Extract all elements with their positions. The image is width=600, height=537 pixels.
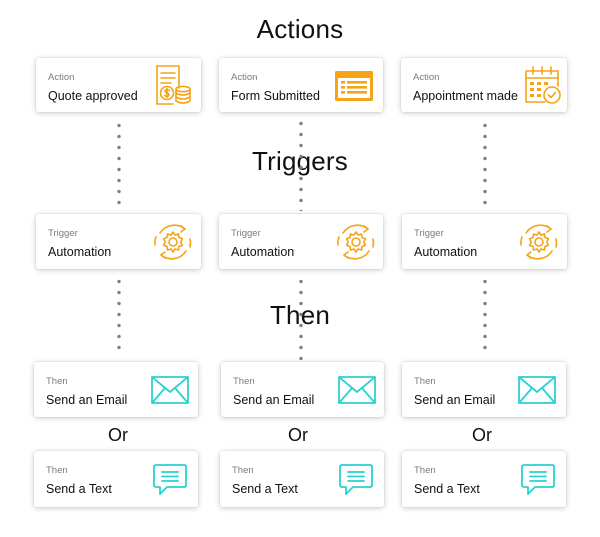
connector-col2-bottom [299,276,303,360]
then-card-send-text-3[interactable]: Then Send a Text [402,451,566,507]
quote-document-icon [156,65,191,105]
trigger-card-automation-2[interactable]: Trigger Automation [219,214,383,269]
then-card-send-email-3[interactable]: Then Send an Email [402,362,566,417]
connector-col2-top [299,118,303,211]
card-label: Action [413,72,440,83]
card-label: Then [46,465,68,476]
connector-col3-bottom [483,276,487,356]
card-label: Then [233,376,255,387]
card-label: Then [414,465,436,476]
card-label: Then [414,376,436,387]
trigger-card-automation-1[interactable]: Trigger Automation [36,214,201,269]
action-card-quote-approved[interactable]: Action Quote approved [36,58,201,112]
card-label: Trigger [414,228,444,239]
card-label: Then [232,465,254,476]
chat-bubble-icon [521,464,555,495]
card-label: Action [231,72,258,83]
card-title: Send a Text [46,482,112,496]
chat-bubble-icon [339,464,373,495]
trigger-card-automation-3[interactable]: Trigger Automation [402,214,567,269]
card-title: Appointment made [413,89,518,103]
then-card-send-email-1[interactable]: Then Send an Email [34,362,198,417]
card-title: Automation [48,245,112,259]
card-title: Send a Text [232,482,298,496]
card-label: Trigger [231,228,261,239]
or-label-1: Or [108,425,128,445]
card-title: Send an Email [414,393,496,407]
automation-gear-icon [337,224,375,260]
action-card-form-submitted[interactable]: Action Form Submitted [219,58,383,112]
then-card-send-text-2[interactable]: Then Send a Text [220,451,384,507]
calendar-icon [525,66,561,104]
envelope-icon [151,376,189,404]
form-icon [335,71,373,101]
card-title: Send an Email [233,393,315,407]
envelope-icon [338,376,376,404]
connector-col3-top [483,120,487,210]
card-label: Then [46,376,68,387]
automation-gear-icon [520,224,558,260]
then-card-send-text-1[interactable]: Then Send a Text [34,451,198,507]
or-label-3: Or [472,425,492,445]
card-title: Form Submitted [231,89,320,103]
card-title: Automation [414,245,478,259]
chat-bubble-icon [153,464,187,495]
card-title: Automation [231,245,295,259]
then-card-send-email-2[interactable]: Then Send an Email [221,362,384,417]
card-label: Action [48,72,75,83]
or-label-2: Or [288,425,308,445]
envelope-icon [518,376,556,404]
actions-heading: Actions [256,14,344,44]
card-title: Quote approved [48,89,138,103]
card-title: Send a Text [414,482,480,496]
card-label: Trigger [48,228,78,239]
connector-col1-top [117,120,121,210]
connector-col1-bottom [117,276,121,356]
action-card-appointment-made[interactable]: Action Appointment made [401,58,567,112]
automation-gear-icon [154,224,192,260]
card-title: Send an Email [46,393,128,407]
